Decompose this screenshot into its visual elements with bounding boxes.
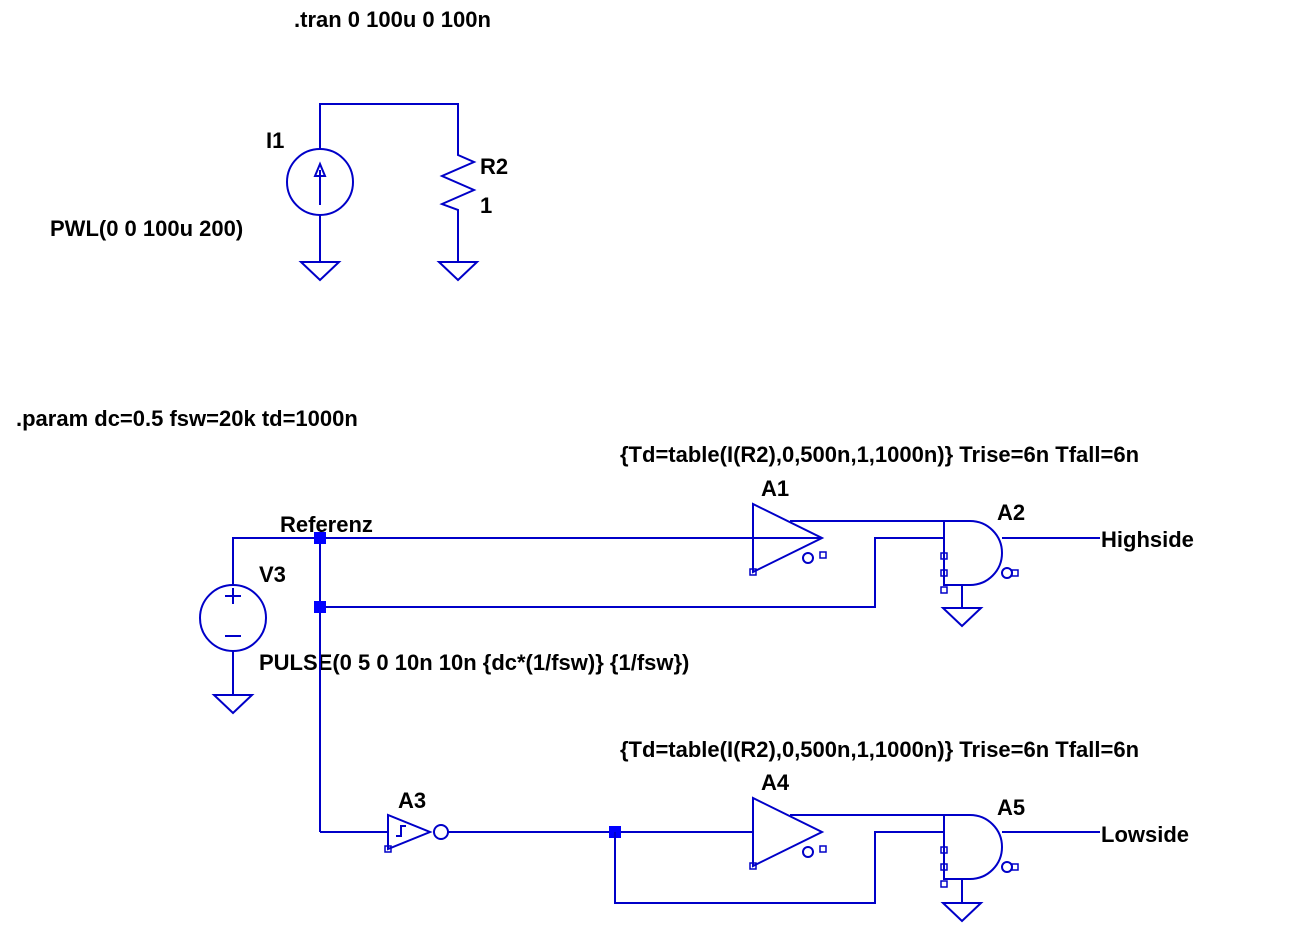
buffer-a1[interactable] [749, 502, 827, 576]
net-label-lowside[interactable]: Lowside [1101, 822, 1189, 847]
a2-label[interactable]: A2 [997, 500, 1025, 525]
ground-symbol [211, 694, 255, 715]
ground-symbol [940, 902, 984, 923]
r2-value[interactable]: 1 [480, 193, 492, 218]
v3-value[interactable]: PULSE(0 5 0 10n 10n {dc*(1/fsw)} {1/fsw}… [259, 650, 689, 675]
a4-params[interactable]: {Td=table(I(R2),0,500n,1,1000n)} Trise=6… [620, 737, 1139, 762]
and-gate-a5[interactable] [940, 814, 1019, 888]
buffer-a4[interactable] [749, 796, 827, 870]
ground-symbol [436, 261, 480, 282]
a4-label[interactable]: A4 [761, 770, 790, 795]
ground-symbol [298, 261, 342, 282]
junction-dot [314, 601, 326, 613]
and-gate-a2[interactable] [940, 520, 1019, 594]
a1-params[interactable]: {Td=table(I(R2),0,500n,1,1000n)} Trise=6… [620, 442, 1139, 467]
param-directive[interactable]: .param dc=0.5 fsw=20k td=1000n [16, 406, 358, 431]
wire-i1-r2 [319, 103, 459, 149]
voltage-source-v3[interactable] [199, 584, 267, 652]
a3-label[interactable]: A3 [398, 788, 426, 813]
i1-label[interactable]: I1 [266, 128, 284, 153]
schmitt-inverter-a3[interactable] [384, 813, 449, 853]
r2-label[interactable]: R2 [480, 154, 508, 179]
ground-symbol [940, 607, 984, 628]
wire-referenz-to-a2 [320, 537, 944, 608]
v3-label[interactable]: V3 [259, 562, 286, 587]
current-source-i1[interactable] [286, 148, 354, 216]
i1-value[interactable]: PWL(0 0 100u 200) [50, 216, 243, 241]
junction-dot [314, 532, 326, 544]
tran-directive[interactable]: .tran 0 100u 0 100n [294, 7, 491, 32]
resistor-r2[interactable] [439, 149, 477, 216]
wire-referenz [232, 537, 753, 585]
net-label-referenz[interactable]: Referenz [280, 512, 373, 537]
a5-label[interactable]: A5 [997, 795, 1025, 820]
a1-label[interactable]: A1 [761, 476, 789, 501]
net-label-highside[interactable]: Highside [1101, 527, 1194, 552]
wire-a3-to-a5 [614, 831, 944, 904]
